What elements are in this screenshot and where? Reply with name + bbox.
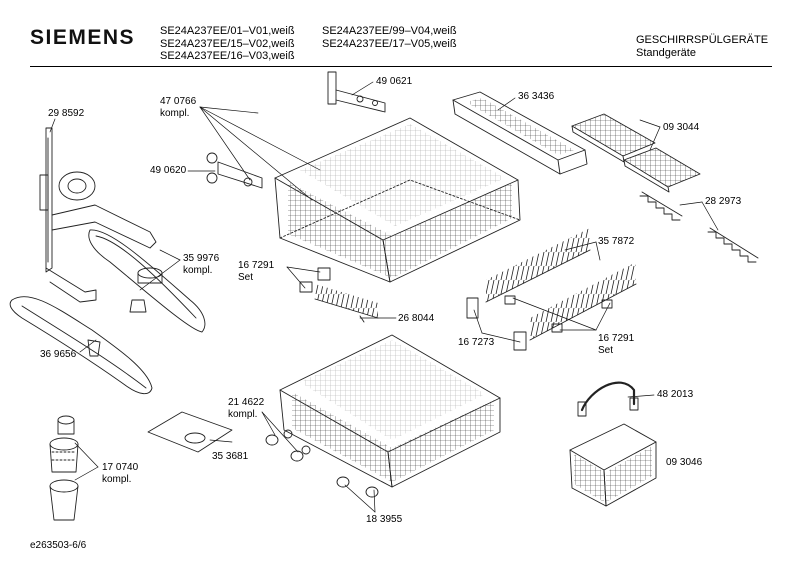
part-label-268044: 26 8044 bbox=[398, 313, 435, 324]
category: GESCHIRRSPÜLGERÄTE Standgeräte bbox=[636, 34, 768, 59]
part-label-369656: 36 9656 bbox=[40, 349, 77, 360]
lower-basket-part bbox=[279, 334, 501, 488]
leader-lines bbox=[49, 81, 719, 513]
cutlery-basket-part bbox=[569, 423, 657, 507]
part-label-490621: 49 0621 bbox=[376, 76, 413, 87]
tine-row-small-part bbox=[314, 284, 379, 323]
model-line: SE24A237EE/99–V04,weiß bbox=[322, 25, 457, 37]
part-label-359976: 35 9976 bbox=[183, 253, 220, 264]
basket-wheels-part bbox=[265, 429, 379, 498]
category-title: GESCHIRRSPÜLGERÄTE bbox=[636, 34, 769, 46]
part-label-214622-note: kompl. bbox=[228, 409, 258, 420]
part-label-214622: 21 4622 bbox=[228, 397, 265, 408]
part-label-359976-note: kompl. bbox=[183, 265, 213, 276]
cutlery-tray-part bbox=[452, 91, 588, 175]
part-label-167291-right: 16 7291 bbox=[598, 333, 635, 344]
document-id: e263503-6/6 bbox=[30, 540, 87, 551]
tine-row-large-part bbox=[485, 228, 637, 341]
filter-set-part bbox=[49, 415, 79, 521]
part-label-282973: 28 2973 bbox=[705, 196, 742, 207]
model-line: SE24A237EE/17–V05,weiß bbox=[322, 37, 457, 50]
model-list-2: SE24A237EE/99–V04,weiß SE24A237EE/17–V05… bbox=[322, 25, 457, 50]
rail-clip-part bbox=[327, 71, 386, 113]
part-label-167291-left-note: Set bbox=[238, 272, 254, 283]
category-subtitle: Standgeräte bbox=[636, 46, 696, 59]
part-label-353681: 35 3681 bbox=[212, 451, 249, 462]
part-label-093044: 09 3044 bbox=[663, 122, 700, 133]
part-label-482013: 48 2013 bbox=[657, 389, 694, 400]
part-label-470766: 47 0766 bbox=[160, 96, 197, 107]
part-label-470766-note: kompl. bbox=[160, 108, 190, 119]
basket-handle-part bbox=[577, 381, 639, 417]
part-label-170740-note: kompl. bbox=[102, 474, 132, 485]
part-label-490620: 49 0620 bbox=[150, 165, 187, 176]
model-line: SE24A237EE/16–V03,weiß bbox=[160, 50, 295, 62]
part-label-357872: 35 7872 bbox=[598, 236, 635, 247]
part-label-167291-right-note: Set bbox=[598, 345, 614, 356]
brand-logo: SIEMENS bbox=[30, 26, 136, 49]
lower-spray-arm-part bbox=[9, 296, 153, 395]
upper-spray-arm-part bbox=[88, 229, 206, 333]
roller-bracket-part bbox=[206, 152, 263, 189]
insert-grid-part bbox=[571, 113, 701, 193]
part-label-183955: 18 3955 bbox=[366, 514, 403, 525]
header-rule bbox=[30, 66, 772, 67]
filter-plate-part bbox=[147, 411, 233, 453]
model-line: SE24A237EE/01–V01,weiß bbox=[160, 25, 295, 37]
part-label-167273: 16 7273 bbox=[458, 337, 495, 348]
upper-basket-part bbox=[274, 117, 521, 283]
clip-set-right-part bbox=[466, 295, 613, 351]
part-label-093046: 09 3046 bbox=[666, 457, 703, 468]
model-list-1: SE24A237EE/01–V01,weiß SE24A237EE/15–V02… bbox=[160, 25, 295, 63]
part-label-170740: 17 0740 bbox=[102, 462, 139, 473]
part-label-167291-left: 16 7291 bbox=[238, 260, 275, 271]
spray-tube-part bbox=[39, 127, 157, 303]
zigzag-rack-part bbox=[639, 191, 759, 263]
clip-set-left-part bbox=[299, 267, 331, 293]
part-label-298592: 29 8592 bbox=[48, 108, 85, 119]
part-label-363436: 36 3436 bbox=[518, 91, 555, 102]
model-line: SE24A237EE/15–V02,weiß bbox=[160, 37, 295, 50]
